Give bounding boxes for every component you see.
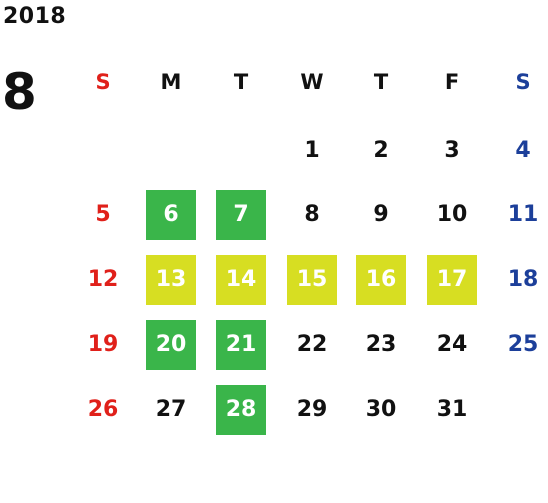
day-cell-highlighted[interactable]: 7 (216, 190, 266, 240)
day-cell[interactable]: 1 (304, 138, 320, 163)
weekday-sunday: S (95, 70, 111, 94)
day-cell[interactable]: 19 (87, 332, 119, 357)
day-cell[interactable]: 24 (436, 332, 468, 357)
day-cell[interactable]: 11 (507, 202, 539, 227)
day-cell-highlighted[interactable]: 28 (216, 385, 266, 435)
month-label: 8 (2, 63, 37, 121)
day-cell-highlighted[interactable]: 13 (146, 255, 196, 305)
day-cell[interactable]: 26 (87, 397, 119, 422)
weekday-header: S M T W T F S (0, 64, 548, 100)
day-cell[interactable]: 23 (365, 332, 397, 357)
day-cell[interactable]: 27 (155, 397, 187, 422)
day-cell[interactable]: 12 (87, 267, 119, 292)
weekday-tuesday: T (233, 70, 249, 94)
day-cell[interactable]: 8 (304, 202, 320, 227)
day-cell[interactable]: 10 (436, 202, 468, 227)
day-cell[interactable]: 4 (515, 138, 531, 163)
weekday-saturday: S (515, 70, 531, 94)
day-cell[interactable]: 5 (95, 202, 111, 227)
weekday-monday: M (160, 70, 182, 94)
day-cell-highlighted[interactable]: 17 (427, 255, 477, 305)
weekday-thursday: T (373, 70, 389, 94)
day-cell-highlighted[interactable]: 16 (356, 255, 406, 305)
day-cell[interactable]: 30 (365, 397, 397, 422)
day-cell[interactable]: 22 (296, 332, 328, 357)
weekday-wednesday: W (300, 70, 324, 94)
day-cell-highlighted[interactable]: 15 (287, 255, 337, 305)
day-cell[interactable]: 3 (444, 138, 460, 163)
day-cell[interactable]: 29 (296, 397, 328, 422)
weekday-friday: F (444, 70, 460, 94)
day-cell[interactable]: 2 (373, 138, 389, 163)
day-cell[interactable]: 9 (373, 202, 389, 227)
day-cell[interactable]: 25 (507, 332, 539, 357)
day-cell[interactable]: 18 (507, 267, 539, 292)
day-cell-highlighted[interactable]: 20 (146, 320, 196, 370)
day-cell-highlighted[interactable]: 14 (216, 255, 266, 305)
day-cell[interactable]: 31 (436, 397, 468, 422)
day-cell-highlighted[interactable]: 21 (216, 320, 266, 370)
day-cell-highlighted[interactable]: 6 (146, 190, 196, 240)
year-label: 2018 (3, 4, 67, 29)
